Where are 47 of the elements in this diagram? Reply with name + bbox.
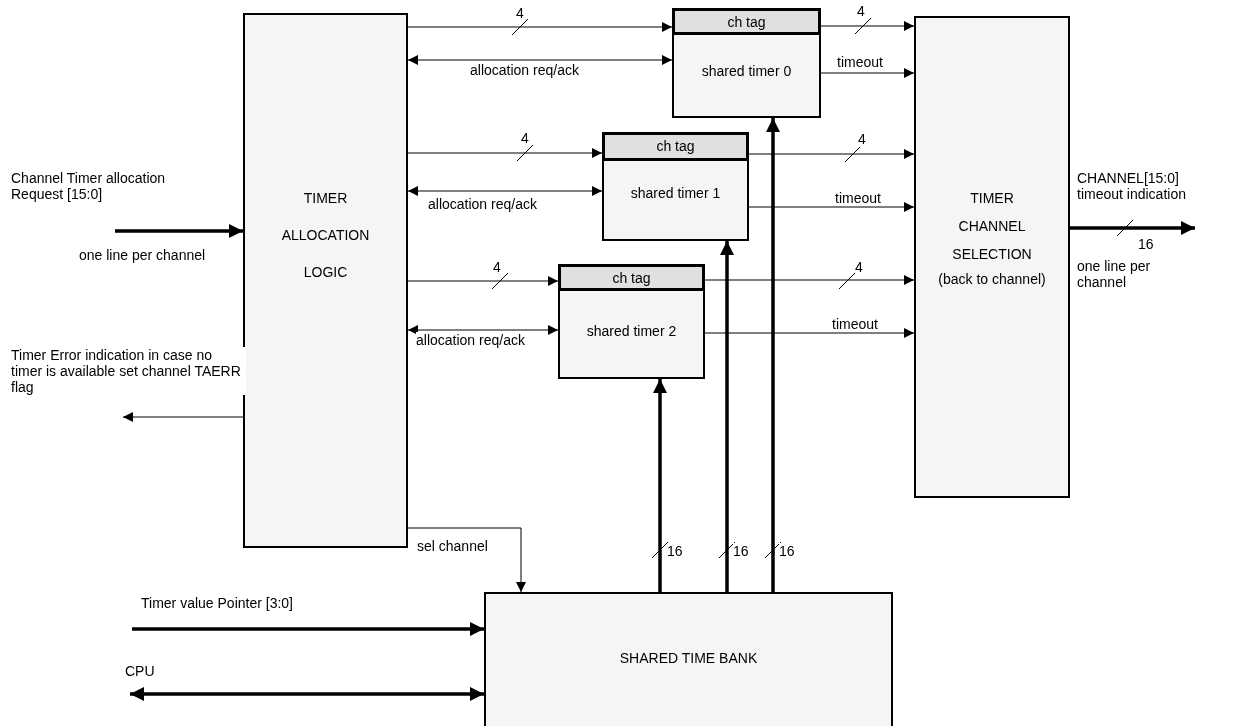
arrow [720,241,734,592]
box-label: ch tag [611,269,652,287]
arrow [115,224,243,238]
box-label: SHARED TIME BANK [618,649,759,667]
box-label: (back to channel) [937,270,1047,288]
arrow [653,379,667,592]
arrow [1070,221,1195,235]
box-label: TIMER ALLOCATION LOGIC [280,189,371,282]
tag-field [602,132,749,161]
logic-block [243,13,408,548]
timer-block [602,132,749,241]
arrow [820,68,915,78]
edge-label: allocation req/ack [470,62,579,79]
double-arrow [407,186,603,196]
arrow [704,328,915,338]
arrow [407,527,526,593]
double-arrow [407,325,559,335]
box-label: ch tag [655,137,696,155]
arrow [704,275,915,285]
edge-label: allocation req/ack [428,196,537,213]
tag-field [558,264,705,291]
arrow [407,22,673,32]
edge-label: Timer value Pointer [3:0] [141,595,293,612]
box-label: ch tag [726,13,767,31]
arrow [122,412,244,422]
arrow [748,149,915,159]
arrow [820,21,915,31]
box-label: shared timer 0 [700,62,793,80]
edge-label: 4 [858,131,866,148]
signal-note: one line per channel [79,247,206,264]
arrow [407,276,559,286]
arrow [132,622,484,636]
tag-field [672,8,821,35]
box-label: shared timer 1 [629,184,722,202]
arrow [766,118,780,592]
double-arrow [407,55,673,65]
bank-block [484,592,893,726]
timer-block [672,8,821,118]
edge-label: allocation req/ack [416,332,525,349]
arrow [748,202,915,212]
box-label: TIMER CHANNEL SELECTION [951,189,1033,264]
selection-block [914,16,1070,498]
edge-label: Timer Error indication in case no timer is available set channel TAERR flag [11,347,246,396]
double-arrow [130,687,484,701]
arrow [407,148,603,158]
box-label: shared timer 2 [585,322,678,340]
timer-block [558,264,705,379]
